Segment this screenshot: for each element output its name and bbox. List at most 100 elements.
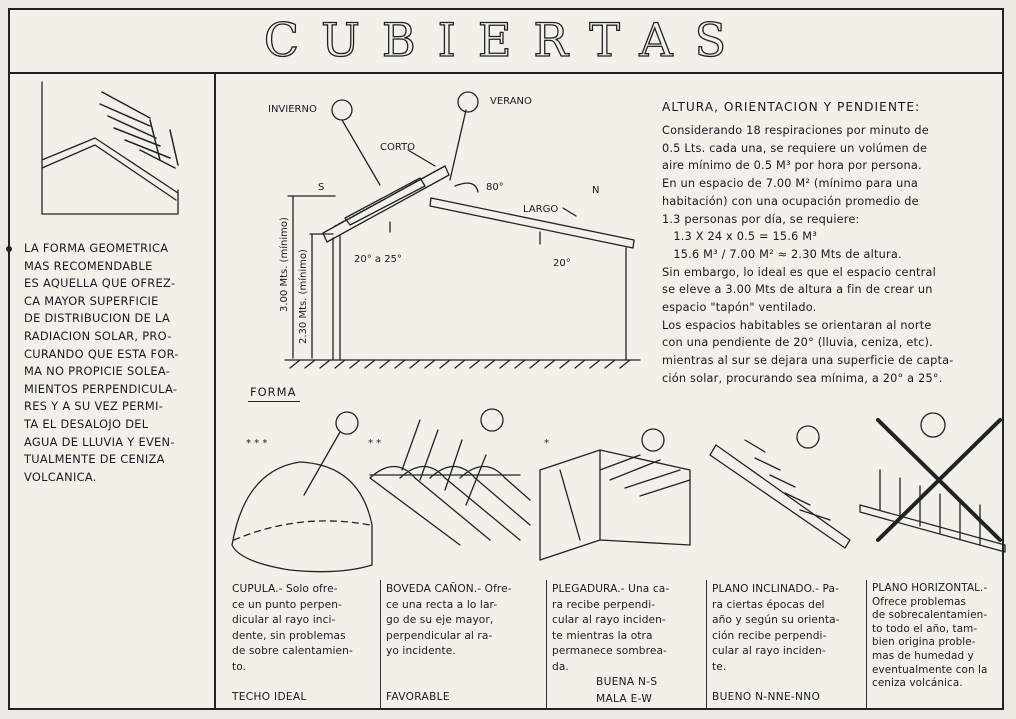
text-line: PLEGADURA.- Una ca-: [552, 583, 670, 595]
text-line: ceniza volcánica.: [872, 677, 963, 690]
text-line: mientras al sur se dejara una superficie…: [662, 354, 954, 368]
text-line: te.: [712, 660, 727, 673]
text-line: RES Y A SU VEZ PERMI-: [24, 399, 164, 414]
winter-ray: [341, 119, 381, 186]
forma-label: FORMA: [247, 385, 301, 402]
caption-plegadura: PLEGADURA.- Una ca- ra recibe perpendi- …: [552, 582, 669, 708]
left-note: LA FORMA GEOMETRICA MAS RECOMENDABLE ES …: [6, 240, 179, 486]
text-line: bien origina proble-: [872, 636, 976, 649]
text-line: LA FORMA GEOMETRICA: [24, 241, 169, 255]
text-line: Los espacios habitables se orientaran al…: [662, 318, 932, 332]
text-line: MAS RECOMENDABLE: [24, 258, 153, 273]
text-line: Considerando 18 respiraciones por minuto…: [662, 124, 929, 137]
text-line: se eleve a 3.00 Mts de altura a fin de c…: [662, 283, 933, 297]
text-line: TUALMENTE DE CENIZA: [24, 452, 165, 467]
title-outline: CUBIERTAS: [263, 12, 727, 67]
caption-boveda: BOVEDA CAÑON.- Ofre- ce una recta a lo l…: [386, 582, 512, 708]
cupula-sketch: [231, 431, 373, 573]
text-line: habitación) con una ocupación promedio d…: [662, 194, 919, 208]
text-line: RADIACION SOLAR, PRO-: [24, 328, 172, 343]
text-line: to todo el año, tam-: [872, 622, 978, 635]
bullet-icon: [6, 246, 12, 252]
text-line: dente, sin problemas: [232, 629, 346, 642]
text-line: go de su eje mayor,: [386, 614, 494, 626]
text-line: da.: [552, 660, 569, 673]
text-line: Sin embargo, lo ideal es que el espacio …: [662, 265, 936, 279]
text-line: DE DISTRIBUCION DE LA: [24, 311, 171, 326]
south-wall: [332, 235, 341, 361]
text-line: PLANO INCLINADO.- Pa-: [712, 583, 840, 595]
rating-stars: *: [544, 438, 549, 449]
rating-label: BUENO N-NNE-NNO: [712, 691, 821, 703]
text-line: te mientras la otra: [552, 629, 653, 642]
plano-inclinado-sketch: [709, 439, 851, 549]
text-line: de sobre calentamien-: [232, 645, 353, 657]
text-line: cular al rayo inciden-: [712, 645, 826, 657]
height-230-label: 2.30 Mts. (mínimo): [297, 249, 309, 344]
rating-stars: * *: [368, 438, 381, 449]
angle-20-25-label: 20° a 25°: [354, 254, 402, 265]
south-roof: [322, 165, 450, 243]
caption-divider: [706, 580, 707, 710]
height-300-label: 3.00 Mts. (mínimo): [278, 217, 290, 312]
text-line: ce un punto perpen-: [232, 598, 342, 611]
north-label: N: [592, 185, 599, 196]
text-line: ción solar, procurando sea mínima, a 20°…: [662, 371, 943, 385]
angle-marks: [389, 221, 541, 245]
arc-80: [454, 182, 479, 193]
text-line: mas de humedad y: [872, 649, 974, 662]
drawing-sheet: CUBIERTAS: [8, 8, 1004, 710]
largo-leader: [562, 207, 577, 217]
boveda-sketch: [369, 419, 531, 546]
text-line: ce una recta a lo lar-: [386, 598, 498, 611]
text-line: BOVEDA CAÑON.- Ofre-: [386, 583, 512, 595]
ground-line: [284, 359, 641, 369]
text-line: cular al rayo inciden-: [552, 614, 666, 626]
text-line: to.: [232, 660, 247, 673]
text-line: VOLCANICA.: [24, 469, 97, 484]
largo-label: LARGO: [523, 204, 558, 215]
rating-label: TECHO IDEAL: [232, 691, 307, 703]
text-line: permanece sombrea-: [552, 645, 667, 657]
text-line: ra recibe perpendi-: [552, 598, 656, 611]
text-line: MA NO PROPICIE SOLEA-: [24, 364, 171, 379]
corto-leader: [407, 149, 436, 167]
text-line: ción recibe perpendi-: [712, 629, 827, 642]
text-line: TA EL DESALOJO DEL: [24, 416, 149, 431]
rating-label: MALA E-W: [596, 693, 653, 705]
rating-stars: * * *: [246, 438, 267, 449]
text-line: ra ciertas épocas del: [712, 598, 825, 611]
verano-label: VERANO: [490, 96, 532, 107]
explanation-text: Considerando 18 respiraciones por minuto…: [662, 122, 954, 388]
rating-label: BUENA N-S: [596, 676, 658, 688]
house-sketch: [41, 81, 179, 215]
text-line: aire mínimo de 0.5 M³ por hora por perso…: [662, 159, 922, 173]
text-line: En un espacio de 7.00 M² (mínimo para un…: [662, 177, 918, 191]
plano-horizontal-sketch: [859, 418, 1006, 553]
caption-divider: [866, 580, 867, 710]
text-line: eventualmente con la: [872, 663, 988, 676]
north-roof: [429, 197, 635, 249]
text-line: CUPULA.- Solo ofre-: [232, 583, 338, 595]
section-heading: ALTURA, ORIENTACION Y PENDIENTE:: [662, 100, 921, 114]
sun-icon: [331, 91, 946, 452]
summer-ray: [449, 109, 467, 181]
text-line: 1.3 X 24 x 0.5 = 15.6 M³: [662, 230, 817, 244]
text-line: con una pendiente de 20° (lluvia, ceniza…: [662, 336, 933, 350]
text-line: perpendicular al ra-: [386, 629, 493, 642]
text-line: yo incidente.: [386, 645, 456, 657]
plegadura-sketch: [539, 449, 691, 561]
caption-divider: [380, 580, 381, 710]
rating-label: FAVORABLE: [386, 691, 450, 703]
text-line: ES AQUELLA QUE OFREZ-: [24, 276, 176, 291]
caption-plano-horizontal: PLANO HORIZONTAL.- Ofrece problemas de s…: [872, 582, 988, 708]
angle-20-label: 20°: [553, 258, 571, 269]
text-line: PLANO HORIZONTAL.-: [872, 582, 988, 594]
caption-divider: [546, 580, 547, 710]
text-line: de sobrecalentamien-: [872, 609, 988, 622]
south-label: S: [318, 182, 324, 193]
height-dimensions: [287, 195, 336, 359]
title-band: CUBIERTAS: [10, 10, 1002, 74]
text-line: MIENTOS PERPENDICULA-: [24, 381, 178, 396]
